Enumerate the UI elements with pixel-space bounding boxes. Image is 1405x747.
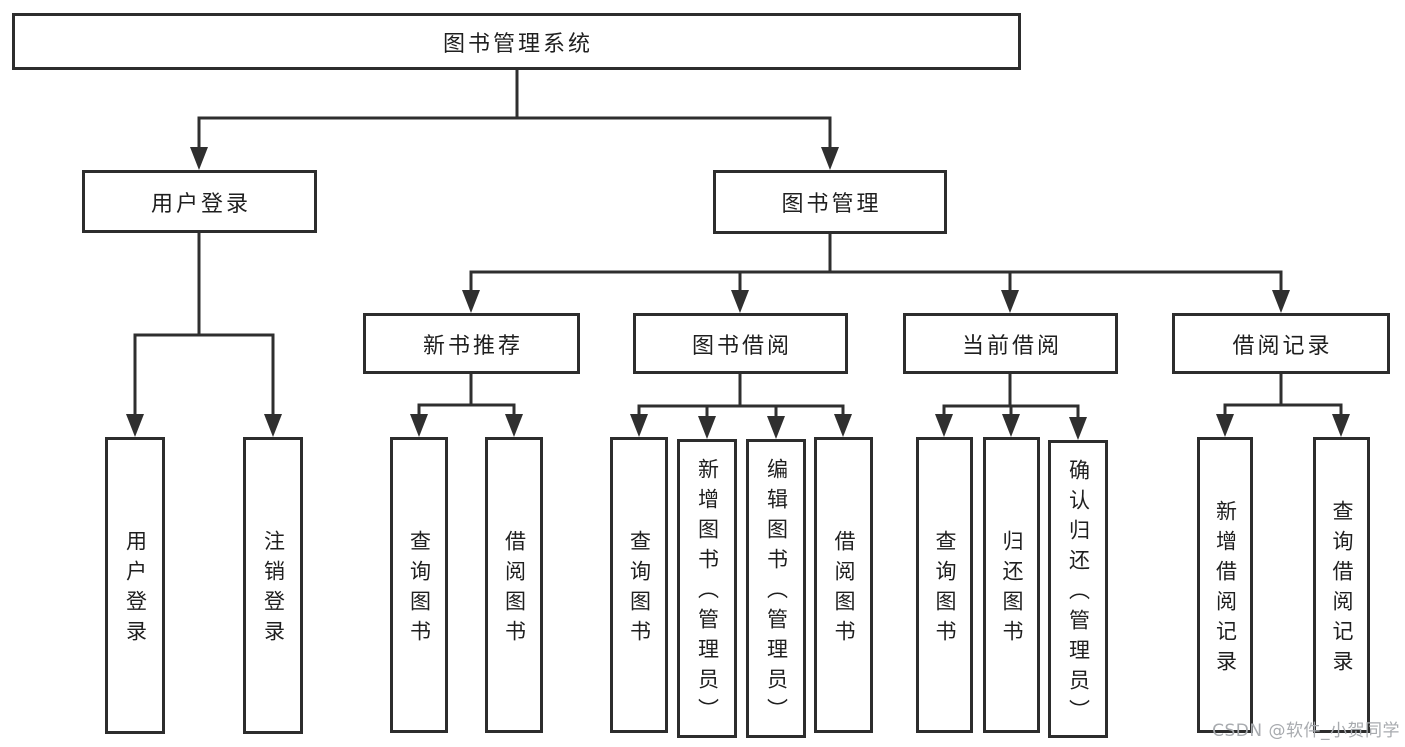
arrowhead-icon: [630, 414, 648, 437]
node-leaf-add-borrow-record: 新增借阅记录: [1197, 437, 1253, 733]
node-leaf-query-books-1: 查询图书: [390, 437, 448, 733]
arrowhead-icon: [1069, 417, 1087, 440]
node-borrowing-records: 借阅记录: [1172, 313, 1390, 374]
node-label: 用户登录: [150, 191, 251, 217]
node-label: 查询图书: [933, 529, 957, 650]
node-current-borrowing: 当前借阅: [903, 313, 1118, 374]
node-label: 查询图书: [627, 529, 652, 650]
node-leaf-query-books-2: 查询图书: [610, 437, 668, 733]
node-label: 新书推荐: [422, 333, 523, 359]
arrowhead-icon: [821, 147, 839, 170]
arrowhead-icon: [462, 290, 480, 313]
arrowhead-icon: [1002, 414, 1020, 437]
node-label: 借阅图书: [832, 529, 856, 650]
node-leaf-user-login: 用户登录: [105, 437, 165, 734]
node-leaf-add-books-admin: 新增图书（管理员）: [677, 439, 737, 738]
node-leaf-borrow-books-2: 借阅图书: [814, 437, 873, 733]
node-label: 图书管理系统: [442, 31, 593, 57]
arrowhead-icon: [505, 414, 523, 437]
arrowhead-icon: [731, 290, 749, 313]
node-label: 查询图书: [407, 529, 432, 650]
connector-line: [197, 68, 832, 164]
node-label: 图书借阅: [691, 333, 792, 359]
arrowhead-icon: [264, 414, 282, 437]
node-label: 借阅记录: [1232, 333, 1333, 359]
arrowhead-icon: [1272, 290, 1290, 313]
node-label: 用户登录: [123, 530, 148, 650]
arrowhead-icon: [190, 147, 208, 170]
node-label: 查询借阅记录: [1330, 499, 1354, 680]
arrowhead-icon: [1001, 290, 1019, 313]
node-leaf-return-books: 归还图书: [983, 437, 1040, 733]
arrowhead-icon: [935, 414, 953, 437]
node-new-book-recommend: 新书推荐: [363, 313, 580, 374]
node-label: 当前借阅: [961, 333, 1062, 359]
node-root: 图书管理系统: [12, 13, 1021, 70]
node-book-management: 图书管理: [713, 170, 947, 234]
node-label: 新增图书（管理员）: [695, 458, 720, 728]
node-label: 归还图书: [1000, 529, 1024, 650]
node-label: 借阅图书: [502, 529, 527, 650]
node-leaf-borrow-books-1: 借阅图书: [485, 437, 543, 733]
connector-line: [469, 232, 1283, 307]
arrowhead-icon: [767, 416, 785, 439]
node-label: 确认归还（管理员）: [1066, 458, 1091, 729]
node-leaf-confirm-return: 确认归还（管理员）: [1048, 440, 1108, 738]
arrowhead-icon: [1216, 414, 1234, 437]
node-leaf-query-books-3: 查询图书: [916, 437, 973, 733]
watermark-text: CSDN @软件_小贺同学: [1212, 721, 1400, 741]
node-label: 注销登录: [261, 530, 286, 650]
node-label: 新增借阅记录: [1213, 499, 1238, 680]
node-leaf-edit-books-admin: 编辑图书（管理员）: [746, 439, 806, 738]
arrowhead-icon: [834, 414, 852, 437]
arrowhead-icon: [1332, 414, 1350, 437]
node-leaf-query-borrow-record: 查询借阅记录: [1313, 437, 1370, 733]
arrowhead-icon: [126, 414, 144, 437]
node-user-login: 用户登录: [82, 170, 317, 233]
watermark: CSDN @软件_小贺同学: [1212, 716, 1400, 741]
arrowhead-icon: [698, 416, 716, 439]
node-leaf-logout: 注销登录: [243, 437, 303, 734]
connector-line: [133, 231, 275, 431]
connector-line: [417, 372, 516, 431]
connector-line: [1223, 372, 1343, 431]
node-label: 图书管理: [781, 192, 882, 217]
node-book-borrowing: 图书借阅: [633, 313, 848, 374]
arrowhead-icon: [410, 414, 428, 437]
node-label: 编辑图书（管理员）: [764, 458, 789, 728]
